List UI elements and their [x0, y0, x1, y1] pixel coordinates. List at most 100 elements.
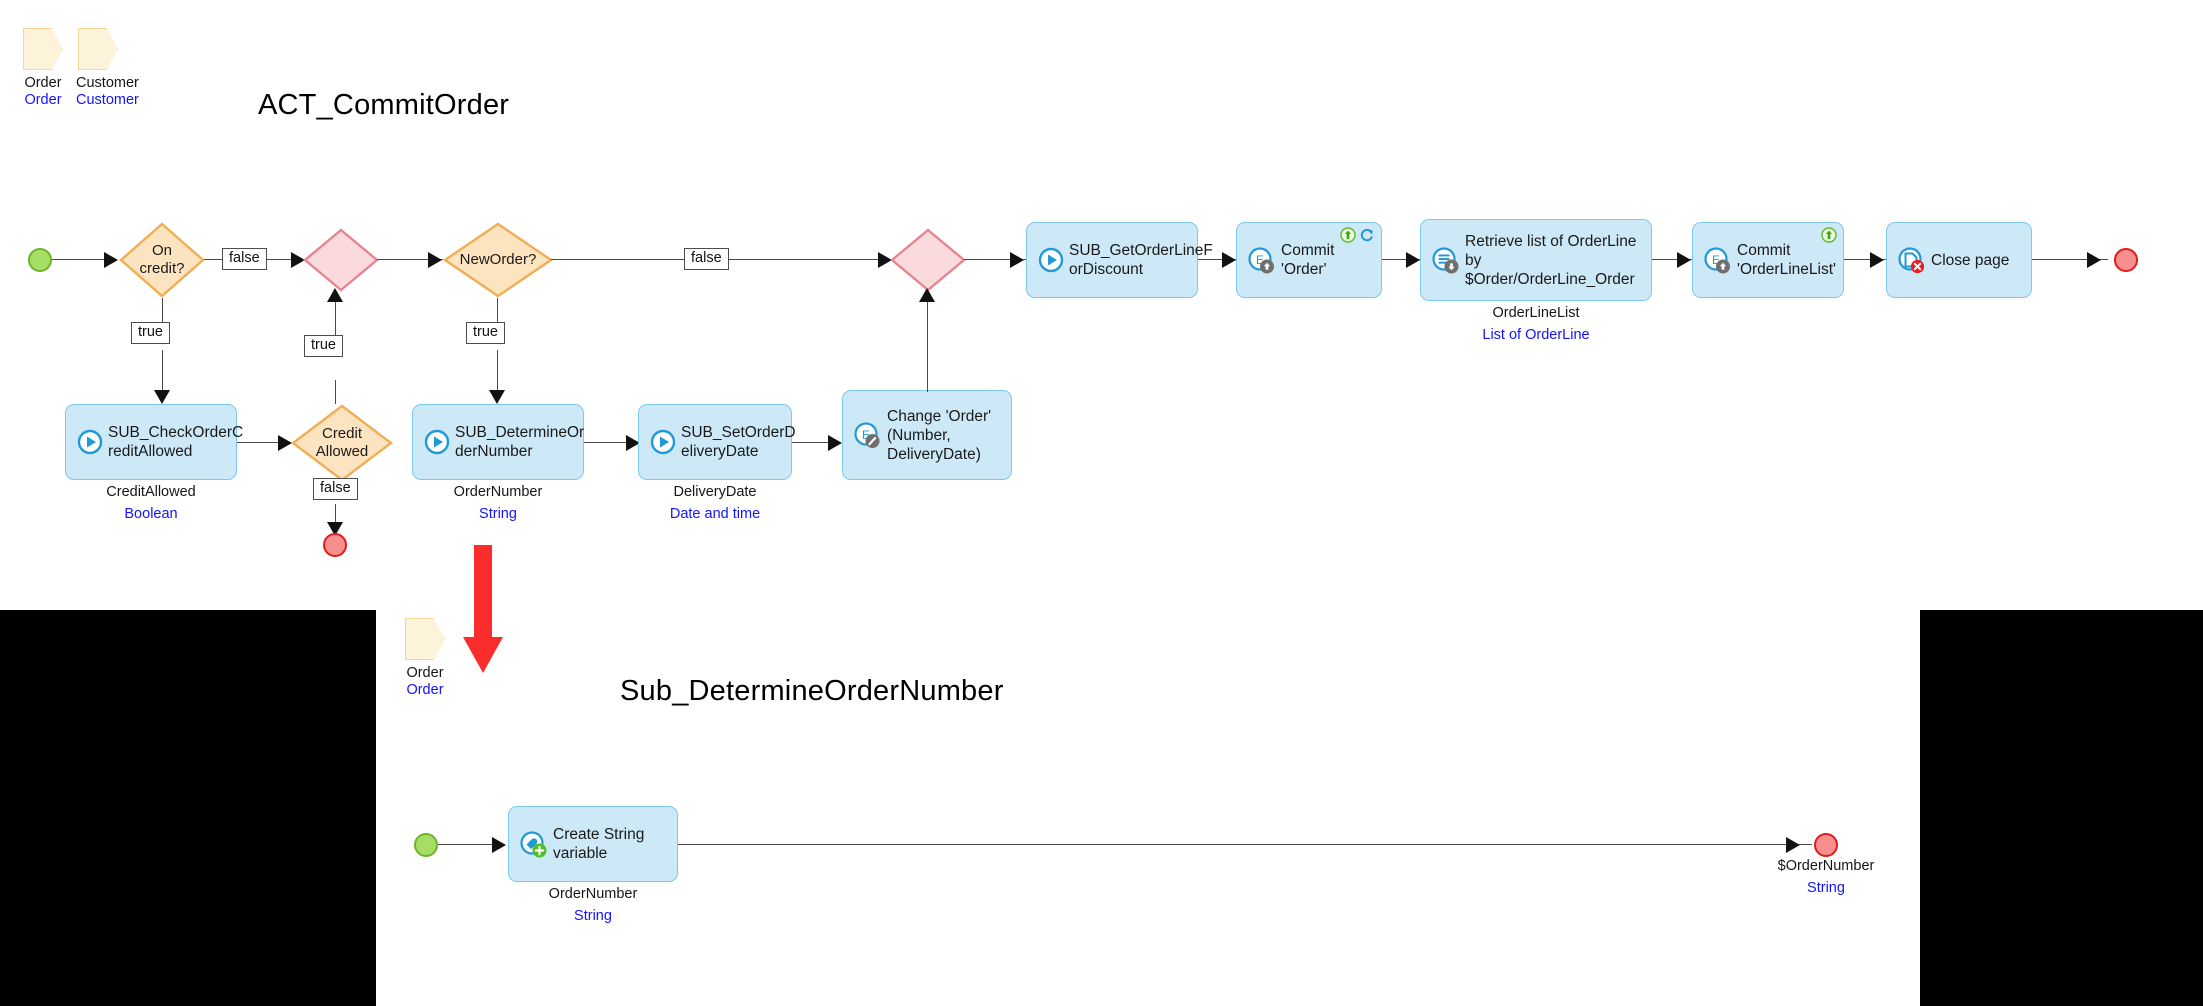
merge-shape: [303, 228, 379, 292]
commit-object-icon: E: [1703, 246, 1731, 274]
connector-arrow: [1786, 837, 1800, 853]
merge-new-order[interactable]: [890, 228, 966, 292]
connector-label-true: true: [466, 322, 505, 344]
connector-line: [335, 296, 336, 336]
connector-line: [266, 259, 302, 260]
activity-commit-order[interactable]: E Commit 'Order': [1236, 222, 1382, 298]
activity-label: Create String variable: [553, 826, 645, 862]
connector-line: [497, 298, 498, 326]
refresh-badge: [1360, 228, 1373, 242]
activity-commit-order-line-list[interactable]: E Commit 'OrderLineList': [1692, 222, 1844, 298]
connector-arrow: [878, 252, 892, 268]
close-page-icon: [1897, 246, 1925, 274]
parameter-name: Order: [24, 75, 62, 91]
connector-line: [335, 504, 336, 534]
letterbox-bar-right: [1920, 610, 2203, 1006]
connector-label-false: false: [684, 248, 729, 270]
end-event-caption-type: String: [1807, 880, 1845, 896]
activity-label: SUB_GetOrderLineF orDiscount: [1069, 242, 1213, 278]
activity-caption-name: OrderNumber: [453, 484, 543, 500]
end-event[interactable]: [2114, 248, 2138, 272]
microflow-call-icon: [423, 428, 451, 456]
parameter-type: Customer: [76, 92, 139, 108]
microflow-title: Sub_DetermineOrderNumber: [620, 675, 1004, 707]
connector-line: [551, 259, 690, 260]
end-event-caption-name: $OrderNumber: [1777, 858, 1875, 874]
start-event[interactable]: [28, 248, 52, 272]
decision-shape: [119, 222, 205, 298]
activity-sub-get-order-line-for-discount[interactable]: SUB_GetOrderLineF orDiscount: [1026, 222, 1213, 298]
connector-arrow: [278, 435, 292, 451]
connector-arrow: [428, 252, 442, 268]
activity-change-order[interactable]: E Change 'Order' (Number, DeliveryDate): [842, 390, 1012, 480]
connector-line: [678, 844, 1812, 845]
retrieve-icon: [1431, 246, 1459, 274]
decision-label: On credit?: [139, 242, 185, 277]
activity-label: SUB_CheckOrderC reditAllowed: [108, 424, 244, 460]
start-event[interactable]: [414, 833, 438, 857]
connector-arrow: [2087, 252, 2101, 268]
activity-sub-set-order-delivery-date[interactable]: SUB_SetOrderD eliveryDate: [638, 404, 796, 480]
merge-shape: [890, 228, 966, 292]
parameter-icon: [23, 28, 63, 70]
decision-new-order[interactable]: NewOrder?: [442, 222, 554, 298]
connector-arrow: [1406, 252, 1420, 268]
activity-caption-name: OrderLineList: [1492, 305, 1580, 321]
activity-sub-determine-order-number[interactable]: SUB_DetermineOr derNumber: [412, 404, 584, 480]
svg-text:E: E: [1712, 253, 1720, 267]
connector-arrow: [626, 435, 640, 451]
connector-label-false: false: [222, 248, 267, 270]
connector-line: [728, 259, 891, 260]
connector-arrow: [489, 390, 505, 404]
activity-caption-type: Date and time: [669, 506, 761, 522]
activity-label: Close page: [1931, 251, 2010, 269]
connector-line: [335, 380, 336, 404]
connector-arrow: [492, 837, 506, 853]
connector-line: [162, 298, 163, 326]
end-event[interactable]: [1814, 833, 1838, 857]
connector-line: [1382, 259, 1420, 260]
annotation-arrow-down: [462, 545, 504, 675]
activity-label: Commit 'OrderLineList': [1737, 242, 1836, 278]
microflow-call-icon: [649, 428, 677, 456]
connector-arrow: [154, 390, 170, 404]
activity-badges: [1821, 227, 1837, 243]
end-event[interactable]: [323, 533, 347, 557]
connector-line: [377, 259, 443, 260]
connector-line: [792, 442, 840, 443]
merge-credit[interactable]: [303, 228, 379, 292]
parameter-order[interactable]: Order Order: [23, 28, 63, 109]
decision-credit-allowed[interactable]: Credit Allowed: [291, 404, 393, 482]
connector-line: [964, 259, 1026, 260]
connector-label-false: false: [313, 478, 358, 500]
parameter-name: Customer: [76, 75, 139, 91]
decision-on-credit[interactable]: On credit?: [119, 222, 205, 298]
parameter-type: Order: [406, 682, 444, 698]
activity-sub-check-order-credit-allowed[interactable]: SUB_CheckOrderC reditAllowed: [65, 404, 243, 480]
connector-arrow: [828, 435, 842, 451]
decision-label: NewOrder?: [459, 251, 537, 268]
change-object-icon: E: [853, 421, 881, 449]
activity-label: Change 'Order' (Number, DeliveryDate): [887, 407, 992, 463]
activity-close-page[interactable]: Close page: [1886, 222, 2032, 298]
create-variable-icon: [519, 830, 547, 858]
connector-line: [204, 259, 234, 260]
connector-line: [52, 259, 112, 260]
connector-line: [1844, 259, 1886, 260]
activity-label: SUB_DetermineOr derNumber: [455, 424, 585, 460]
activity-retrieve-order-line-list[interactable]: Retrieve list of OrderLine by $Order/Ord…: [1420, 219, 1652, 301]
activity-label: Retrieve list of OrderLine by $Order/Ord…: [1465, 232, 1637, 288]
connector-arrow: [919, 288, 935, 302]
parameter-name: Order: [406, 665, 444, 681]
activity-label: SUB_SetOrderD eliveryDate: [681, 424, 796, 460]
connector-label-true: true: [304, 335, 343, 357]
parameter-order[interactable]: Order Order: [405, 618, 445, 699]
connector-line: [438, 844, 502, 845]
activity-caption-name: CreditAllowed: [106, 484, 196, 500]
parameter-customer[interactable]: Customer Customer: [76, 28, 139, 109]
commit-arrow-badge: [1340, 227, 1356, 243]
microflow-title: ACT_CommitOrder: [258, 89, 510, 121]
decision-label: Credit Allowed: [315, 425, 369, 460]
activity-create-string-variable[interactable]: Create String variable: [508, 806, 678, 882]
